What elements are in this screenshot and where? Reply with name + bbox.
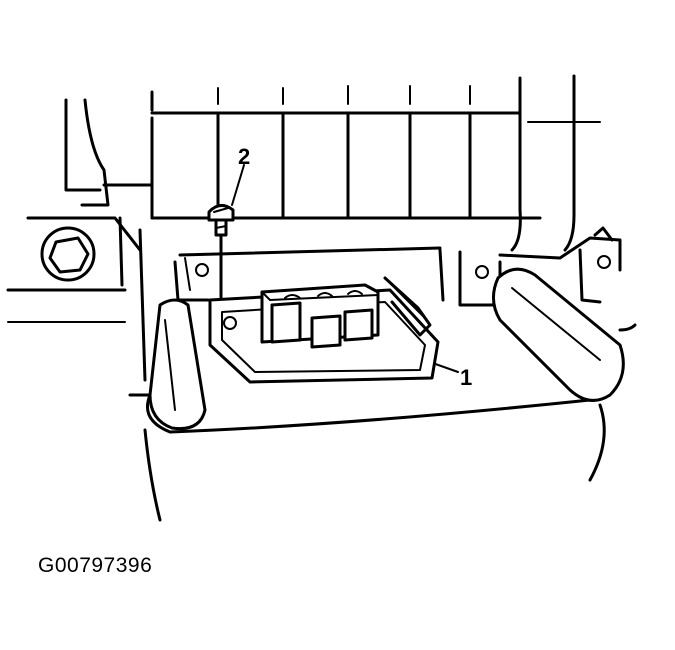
callout-2-label: 2 (238, 144, 250, 169)
blower-resistor (260, 276, 432, 349)
rear-panel (150, 74, 601, 252)
screw (207, 204, 235, 302)
figure-id: G00797396 (38, 554, 153, 577)
callout-1-label: 1 (460, 365, 472, 390)
left-rail (148, 298, 207, 431)
hex-nut (40, 226, 96, 282)
right-rail (492, 267, 625, 402)
left-bracket (6, 98, 154, 382)
